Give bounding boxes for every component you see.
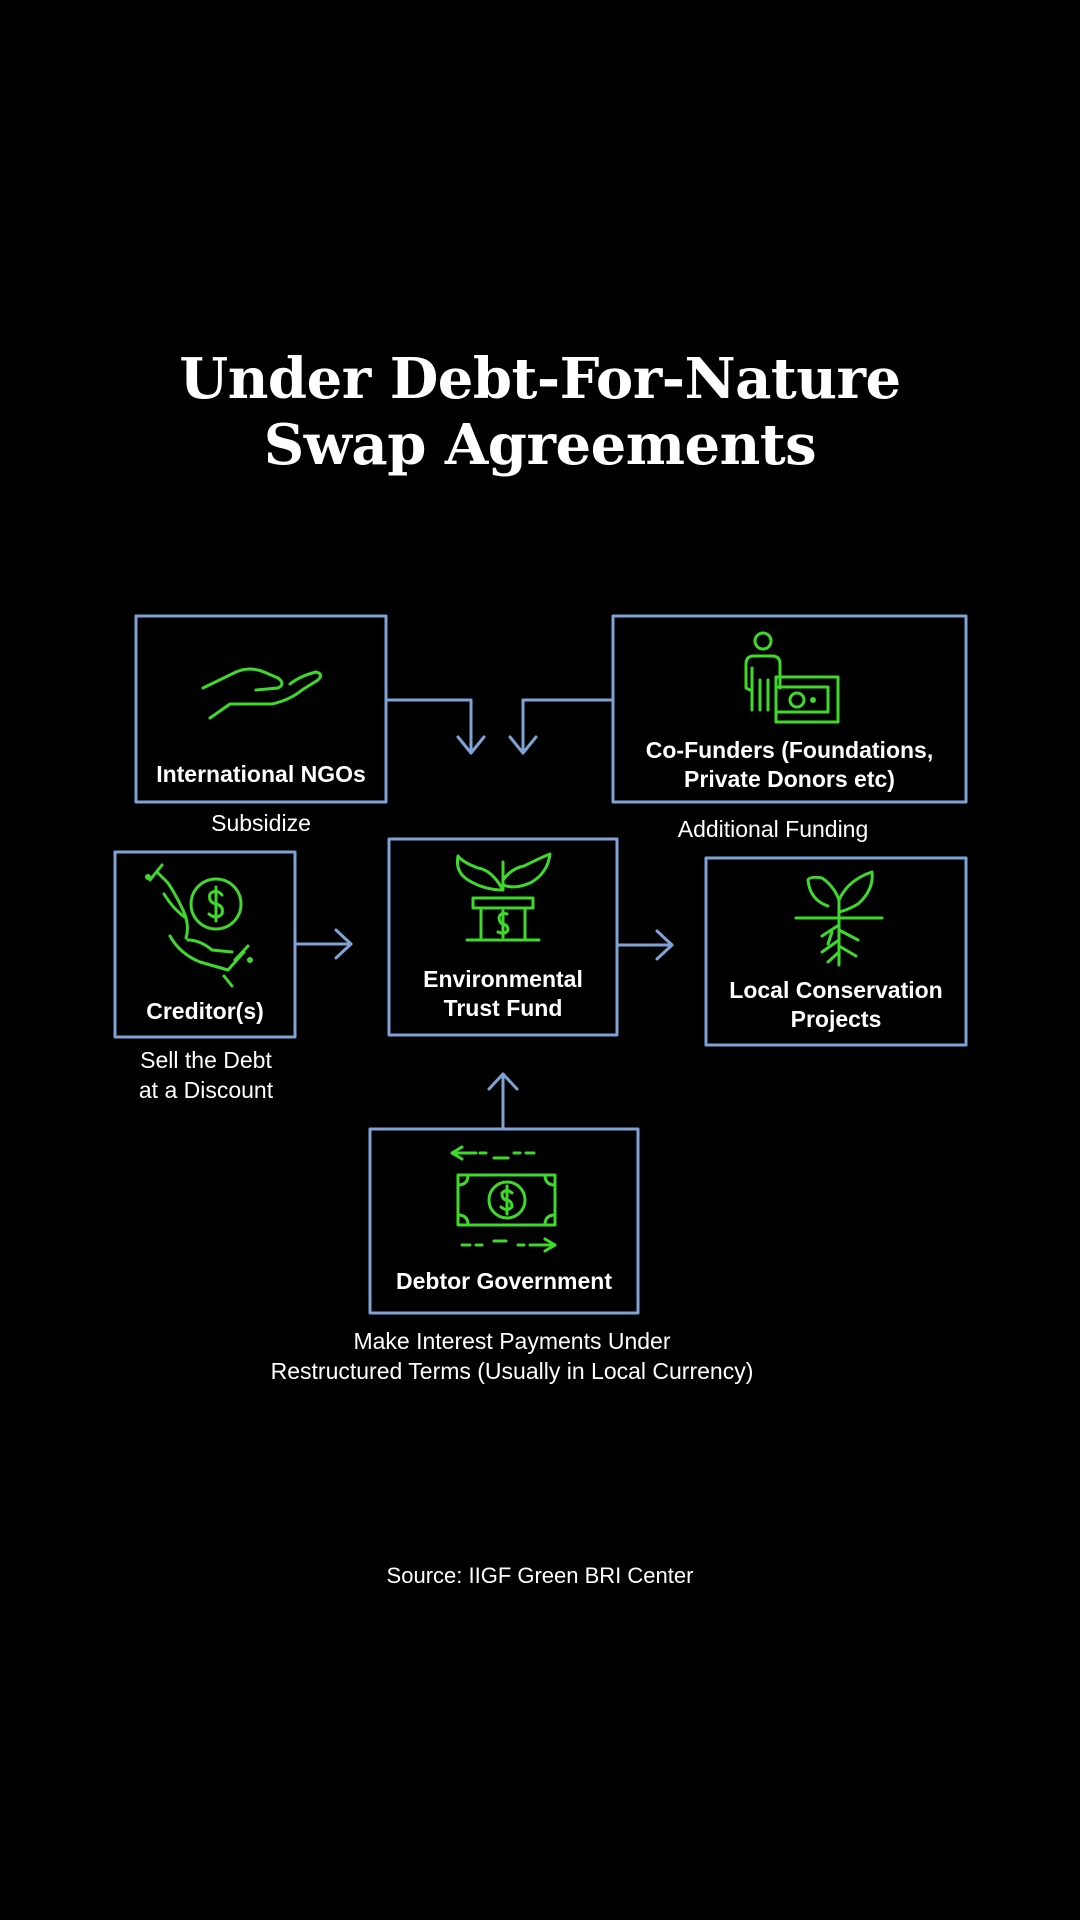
arrow-creditors-to-fund [293,928,353,960]
node-box-cofunders [611,614,968,804]
trust-fund-label-line-1: Environmental [423,966,583,992]
edge-label-additional-funding: Additional Funding [677,816,869,842]
edge-label-interest-payments: Make Interest Payments Under Restructure… [271,1326,754,1386]
node-label-creditors: Creditor(s) [146,998,264,1024]
source-note: Source: IIGF Green BRI Center [386,1563,694,1588]
page-title: Under Debt-For-Nature Swap Agreements [0,346,1080,478]
potted-plant-dollar-icon [456,852,552,942]
arrow-ngos-to-fund [384,698,486,755]
title-line-2: Swap Agreements [263,412,817,478]
trust-fund-label-line-2: Trust Fund [443,995,563,1021]
arrow-cofunders-to-fund [508,698,615,755]
local-projects-label-line-1: Local Conservation [729,977,943,1003]
cofunders-label-line-2: Private Donors etc) [684,766,895,792]
node-label-trust-fund: Environmental Trust Fund [389,965,617,1023]
edge-label-sell-debt: Sell the Debt at a Discount [139,1045,273,1105]
sprout-with-roots-icon [794,870,884,967]
node-box-ngos [134,614,388,804]
sell-debt-line-1: Sell the Debt [140,1047,272,1073]
edge-label-subsidize: Subsidize [211,810,311,836]
arrow-fund-to-projects [615,929,674,961]
arrow-debtor-to-fund [487,1072,519,1131]
node-label-cofunders: Co-Funders (Foundations, Private Donors … [613,736,966,794]
person-with-cash-icon [744,631,840,724]
node-label-debtor: Debtor Government [396,1268,612,1294]
title-line-1: Under Debt-For-Nature [179,346,901,412]
hand-giving-coin-icon [145,863,253,988]
node-box-local-projects [704,856,968,1047]
interest-line-1: Make Interest Payments Under [353,1328,671,1354]
open-hand-icon [201,667,323,720]
banknote-exchange-icon [450,1145,557,1253]
interest-line-2: Restructured Terms (Usually in Local Cur… [270,1358,754,1384]
local-projects-label-line-2: Projects [790,1006,882,1032]
node-label-local-projects: Local Conservation Projects [706,976,966,1034]
sell-debt-line-2: at a Discount [138,1077,274,1103]
node-box-trust-fund [387,837,619,1037]
node-label-ngos: International NGOs [156,761,366,787]
cofunders-label-line-1: Co-Funders (Foundations, [645,737,934,763]
